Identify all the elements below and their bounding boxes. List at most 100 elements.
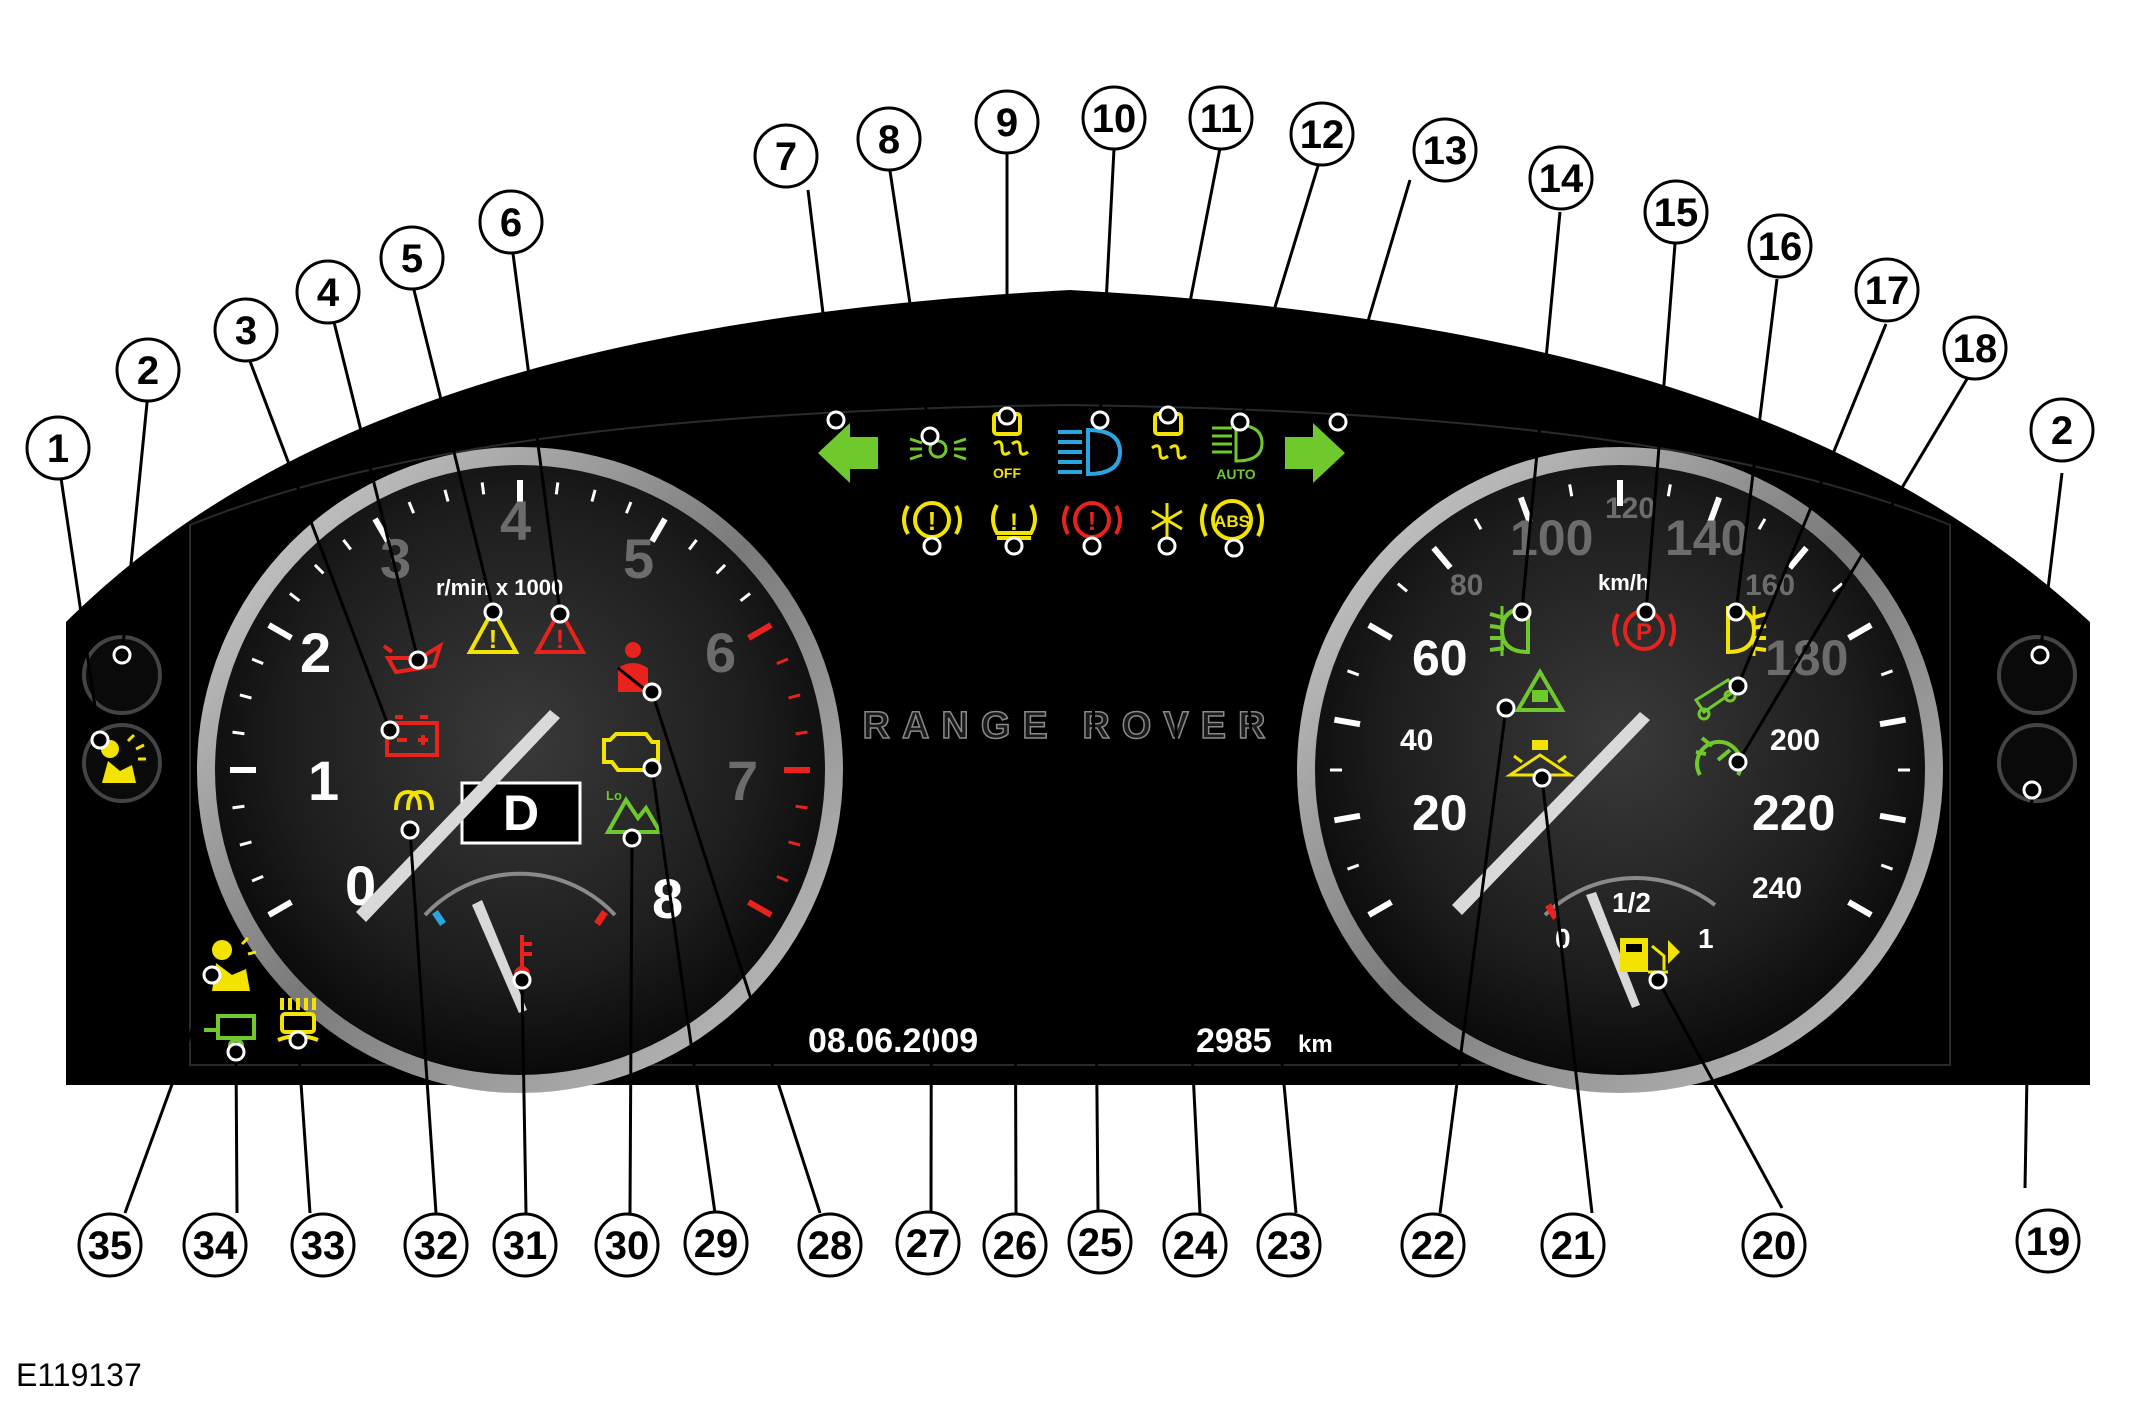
fuel-gauge-arc bbox=[1543, 876, 1717, 917]
dial-tick bbox=[776, 657, 789, 665]
callout-2-right: 2 bbox=[2029, 397, 2095, 463]
traction-off-text: OFF bbox=[993, 465, 1021, 481]
svg-text:11: 11 bbox=[1200, 97, 1242, 141]
callout-35: 35 bbox=[77, 1212, 143, 1278]
tach-num-5: 5 bbox=[623, 527, 654, 590]
figure-reference: E119137 bbox=[16, 1357, 142, 1393]
svg-text:9: 9 bbox=[996, 101, 1018, 145]
dial-tick bbox=[1880, 863, 1894, 871]
speed-num-220: 220 bbox=[1752, 785, 1835, 841]
dial-tick bbox=[1367, 622, 1393, 641]
dial-tick bbox=[251, 657, 264, 665]
callout-11: 11 bbox=[1188, 85, 1254, 151]
speed-num-140: 140 bbox=[1665, 510, 1748, 566]
tach-num-7: 7 bbox=[727, 749, 758, 812]
dial-tick bbox=[1847, 622, 1873, 641]
svg-text:16: 16 bbox=[1758, 225, 1803, 269]
callout-8: 8 bbox=[856, 106, 922, 172]
airbag-warning-icon bbox=[212, 936, 257, 991]
svg-text:13: 13 bbox=[1423, 129, 1468, 173]
callout-19: 19 bbox=[2015, 1208, 2081, 1274]
low-range-text: Lo bbox=[606, 788, 622, 803]
callout-12: 12 bbox=[1289, 101, 1355, 167]
speedometer-ticks bbox=[1330, 480, 1910, 918]
speed-unit-label: km/h bbox=[1598, 570, 1649, 595]
right-buttons bbox=[1997, 635, 2077, 803]
dial-tick bbox=[232, 804, 245, 810]
adaptive-cruise-warning-icon bbox=[1514, 668, 1566, 712]
dial-tick bbox=[688, 539, 698, 551]
svg-text:1: 1 bbox=[47, 427, 69, 471]
dial-tick bbox=[407, 501, 415, 514]
svg-text:33: 33 bbox=[301, 1224, 346, 1268]
leader-lines bbox=[56, 147, 2064, 1214]
dial-tick bbox=[795, 804, 808, 810]
callout-13: 13 bbox=[1412, 117, 1478, 183]
brand-text: RANGE ROVER bbox=[863, 705, 1278, 747]
dial-tick bbox=[554, 482, 560, 495]
dial-tick bbox=[372, 517, 391, 543]
svg-text:!: ! bbox=[1010, 509, 1018, 536]
callout-27: 27 bbox=[895, 1210, 961, 1276]
tach-num-3: 3 bbox=[380, 527, 411, 590]
callout-5: 5 bbox=[379, 225, 445, 291]
svg-text:19: 19 bbox=[2026, 1220, 2071, 1264]
dial-tick bbox=[267, 899, 293, 918]
dial-tick bbox=[795, 730, 808, 736]
tachometer-needle bbox=[356, 710, 560, 922]
gear-display: D bbox=[503, 785, 539, 841]
dial-tick bbox=[1396, 582, 1409, 593]
speedometer: 60 20 100 140 180 220 40 80 120 160 200 … bbox=[1297, 447, 1943, 1093]
callout-14: 14 bbox=[1528, 145, 1594, 211]
dial-tick bbox=[1879, 716, 1907, 728]
dial-tick bbox=[649, 517, 668, 543]
tachometer: 1 2 3 4 5 6 7 8 0 r/min x 1000 D bbox=[197, 447, 843, 1093]
dial-tick bbox=[715, 563, 727, 575]
auto-headlights-icon: AUTO bbox=[1212, 423, 1264, 482]
temp-hot-mark bbox=[594, 910, 608, 926]
callout-6: 6 bbox=[478, 189, 544, 255]
svg-text:31: 31 bbox=[503, 1224, 548, 1268]
dial-tick bbox=[1879, 812, 1907, 824]
callout-21: 21 bbox=[1540, 1212, 1606, 1278]
turn-right-arrow-icon bbox=[1285, 423, 1345, 483]
low-range-icon: Lo bbox=[604, 788, 664, 834]
tach-num-2: 2 bbox=[300, 621, 331, 684]
svg-text:7: 7 bbox=[775, 135, 797, 179]
svg-text:30: 30 bbox=[605, 1224, 650, 1268]
svg-text:!: ! bbox=[928, 506, 937, 536]
fuel-label-full: 1 bbox=[1698, 923, 1714, 954]
dial-tick bbox=[625, 501, 633, 514]
svg-text:18: 18 bbox=[1953, 327, 1998, 371]
callout-10: 10 bbox=[1081, 85, 1147, 151]
fuel-needle bbox=[1586, 892, 1640, 1008]
dial-tick bbox=[747, 622, 773, 641]
svg-text:23: 23 bbox=[1267, 1224, 1312, 1268]
svg-text:2: 2 bbox=[2051, 409, 2073, 453]
svg-text:22: 22 bbox=[1411, 1224, 1456, 1268]
dial-tick bbox=[232, 730, 245, 736]
callout-4: 4 bbox=[295, 259, 361, 325]
svg-text:28: 28 bbox=[808, 1224, 853, 1268]
dial-tick bbox=[239, 693, 252, 700]
inner-panel-outline bbox=[189, 403, 1951, 1066]
speed-num-20: 20 bbox=[1412, 785, 1468, 841]
callout-7: 7 bbox=[753, 123, 819, 189]
speed-num-160: 160 bbox=[1745, 569, 1795, 602]
auto-headlights-text: AUTO bbox=[1216, 466, 1256, 482]
dial-tick bbox=[739, 592, 751, 602]
odometer-display: 2985 bbox=[1196, 1022, 1272, 1060]
svg-text:32: 32 bbox=[414, 1224, 459, 1268]
dial-tick bbox=[289, 592, 301, 602]
svg-text:20: 20 bbox=[1752, 1224, 1797, 1268]
parking-brake-text: P bbox=[1636, 619, 1652, 646]
dial-tick bbox=[251, 875, 264, 883]
callout-33: 33 bbox=[290, 1212, 356, 1278]
callout-24: 24 bbox=[1162, 1212, 1228, 1278]
callout-34: 34 bbox=[182, 1212, 248, 1278]
svg-text:15: 15 bbox=[1654, 191, 1699, 235]
callout-3: 3 bbox=[213, 297, 279, 363]
tach-num-4: 4 bbox=[500, 489, 531, 552]
svg-text:2: 2 bbox=[137, 349, 159, 393]
